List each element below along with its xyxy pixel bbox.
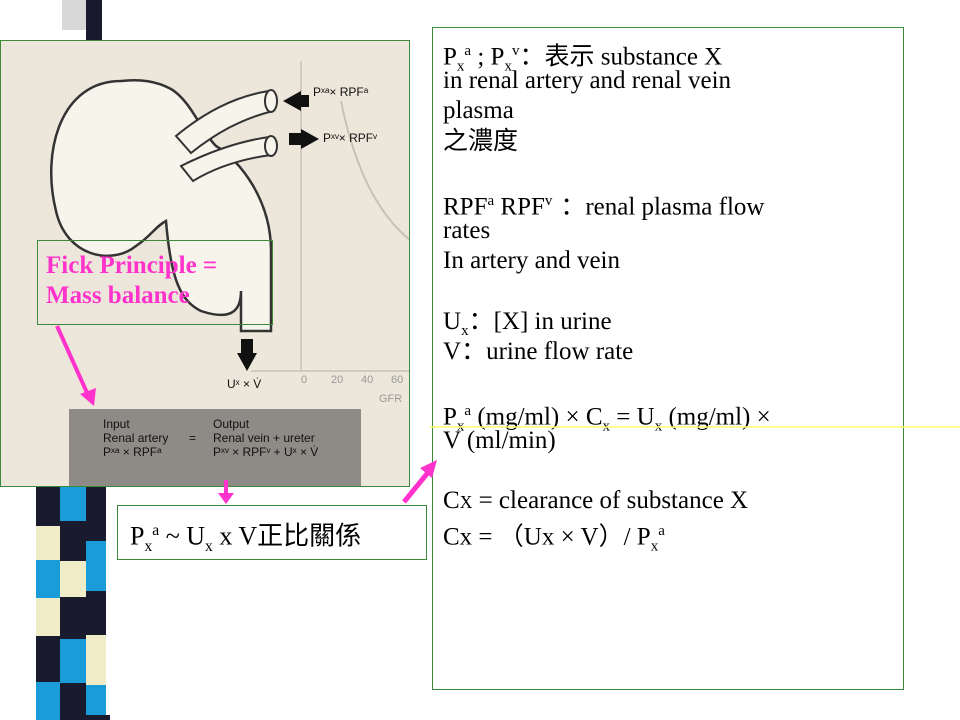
explanation-panel: Pxa ; Pxv：表示 substance X in renal artery… xyxy=(432,27,904,690)
renal-vein-ureter-label: Renal vein + ureter xyxy=(213,431,315,445)
prop-p-sup: a xyxy=(152,522,160,539)
main-arrow-line xyxy=(402,468,432,504)
prop-rest1: ~ U xyxy=(159,521,206,551)
line-7: In artery and vein xyxy=(443,247,621,274)
line-6: rates xyxy=(443,217,491,244)
tick-0: 0 xyxy=(301,374,308,386)
urine-label: Uˣ × V̇ xyxy=(227,377,262,391)
output-formula: Pˣᵛ × RPFᵛ + Uˣ × V̇ xyxy=(213,445,319,459)
line-11: V (ml/min) xyxy=(443,427,556,454)
line-9: V：urine flow rate xyxy=(443,336,634,365)
line-5: RPFa RPFv ：renal plasma flow xyxy=(443,191,765,221)
fick-line-2: Mass balance xyxy=(46,282,190,309)
line-2: in renal artery and renal vein xyxy=(443,67,732,94)
tick-40: 40 xyxy=(361,374,374,386)
line-13: Cx = （Ux × V）/ Pxa xyxy=(443,521,665,555)
line-10: Pxa (mg/ml) × Cx = Ux (mg/ml) × xyxy=(443,403,771,434)
prop-arrow-head xyxy=(218,493,234,504)
axis-label: GFR xyxy=(379,393,403,405)
output-column: Output Renal vein + ureter Pˣᵛ × RPFᵛ + … xyxy=(213,417,318,459)
prop-cjk: 正比關係 xyxy=(257,521,362,552)
prop-p: P xyxy=(130,521,145,551)
fick-principle-box: Fick Principle = Mass balance xyxy=(37,240,273,325)
prop-rest2: x V xyxy=(212,521,258,551)
input-label: Input xyxy=(103,417,130,431)
output-label: Output xyxy=(213,417,250,431)
input-formula: Pˣᵃ × RPFᵃ xyxy=(103,445,162,459)
tick-20: 20 xyxy=(331,374,344,386)
renal-artery-label: Renal artery xyxy=(103,431,169,445)
fick-arrow-line xyxy=(55,325,90,396)
prop-u-sub: x xyxy=(205,537,213,555)
line-4: 之濃度 xyxy=(443,126,519,155)
tick-60: 60 xyxy=(391,374,404,386)
fick-line-1: Fick Principle = xyxy=(46,252,218,279)
kidney-diagram xyxy=(1,41,409,486)
arrow-out-label: Pˣᵛ× RPFᵛ xyxy=(323,131,377,145)
input-column: Input Renal artery Pˣᵃ × RPFᵃ xyxy=(103,417,168,459)
arrow-in-label: Pˣᵃ× RPFᵃ xyxy=(313,85,369,99)
prop-p-sub: x xyxy=(144,537,153,555)
line-12: CX = clearance of substance X xyxy=(443,487,749,514)
fick-arrow-head xyxy=(80,388,96,406)
line-3: plasma xyxy=(443,97,514,124)
line-8: Ux：[X] in urine xyxy=(443,306,612,339)
main-arrow-head xyxy=(420,460,437,478)
line-1: Pxa ; Pxv：表示 substance X xyxy=(443,41,723,75)
kidney-figure: Pˣᵃ× RPFᵃ Pˣᵛ× RPFᵛ Uˣ × V̇ 0 20 40 60 G… xyxy=(0,40,410,487)
equals-sign: = xyxy=(189,431,197,445)
proportional-box: Pxa ~ Ux x V正比關係 xyxy=(117,505,427,560)
